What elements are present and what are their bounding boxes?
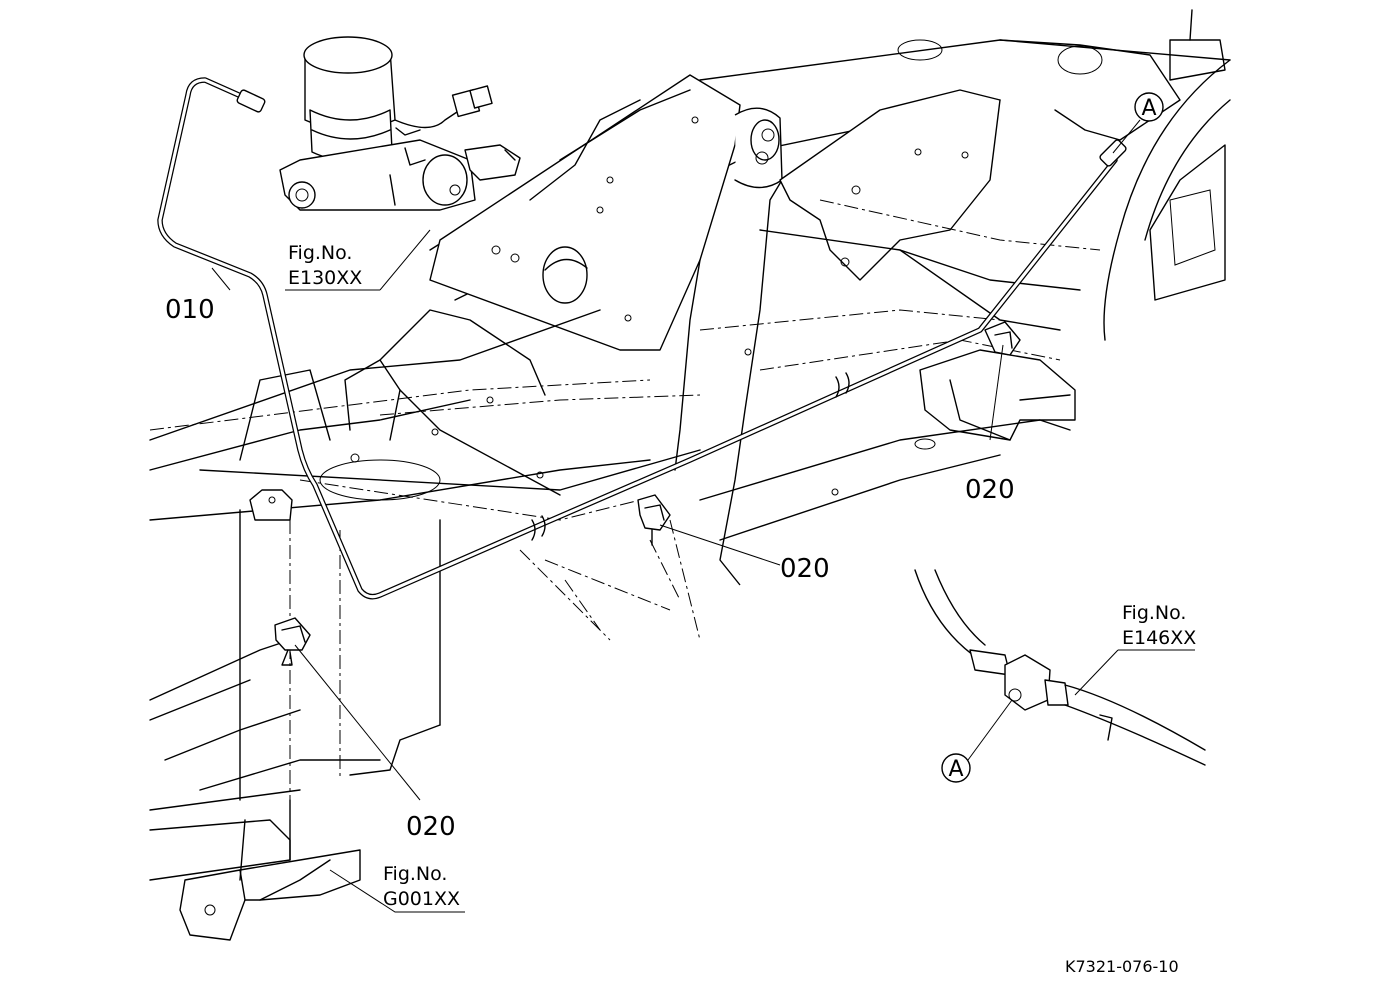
fig-code-e130: E130XX (288, 267, 362, 289)
fig-caption-e146: Fig.No. (1122, 602, 1186, 624)
leader-lines (211, 119, 1195, 913)
clutch-master-cylinder (279, 36, 521, 211)
callout-label-top: A (1141, 96, 1156, 121)
callout-circle-top (1134, 92, 1164, 122)
fig-caption-g001: Fig.No. (383, 863, 447, 885)
pipe-clip-right (984, 321, 1021, 356)
part-label-020-center: 020 (780, 554, 830, 584)
part-label-020-right: 020 (965, 475, 1015, 505)
detail-a-connector (914, 569, 1206, 766)
callout-label-detail: A (948, 757, 963, 782)
fig-code-g001: G001XX (383, 888, 460, 910)
pipe-clip-center (637, 494, 671, 546)
fig-caption-e130: Fig.No. (288, 242, 352, 264)
pipe-clip-lower (274, 617, 311, 666)
part-label-010: 010 (165, 295, 215, 325)
tractor-frame (149, 9, 1231, 941)
drawing-number: K7321-076-10 (1065, 957, 1179, 976)
callout-circle-detail (941, 753, 971, 783)
labels: 010 020 020 020 Fig.No. E130XX Fig.No. E… (165, 92, 1196, 976)
fig-code-e146: E146XX (1122, 627, 1196, 649)
part-label-020-lower: 020 (406, 812, 456, 842)
